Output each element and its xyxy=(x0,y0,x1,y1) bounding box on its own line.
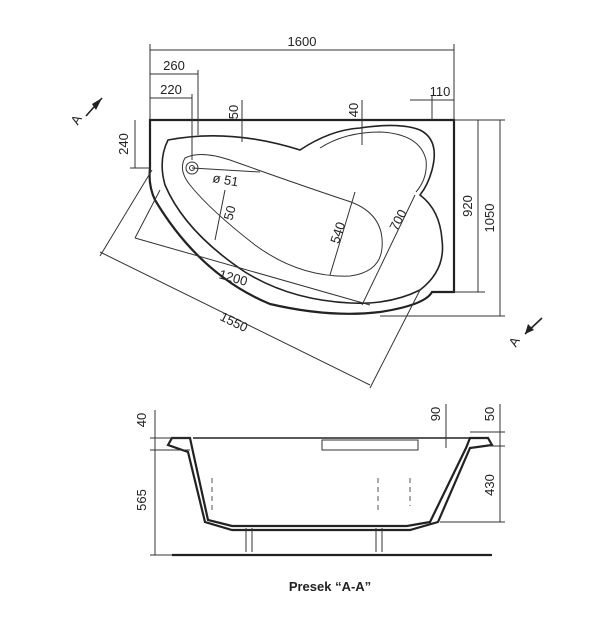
dim-1050: 1050 xyxy=(482,204,497,233)
tub-floor xyxy=(181,154,383,277)
dim-50-mid: 50 xyxy=(221,204,239,222)
section-view: 40 565 90 50 430 Presek “A-A” xyxy=(134,404,505,594)
dim-40-top: 40 xyxy=(346,103,361,117)
dim-1550: 1550 xyxy=(218,309,251,335)
tub-outer-rim xyxy=(148,118,456,315)
dim-40-section: 40 xyxy=(134,413,149,427)
top-view: 1600 260 220 50 40 110 240 920 1050 ø 51… xyxy=(67,34,543,389)
dim-220: 220 xyxy=(160,82,182,97)
dim-920: 920 xyxy=(460,195,475,217)
dim-110: 110 xyxy=(430,84,451,99)
section-caption: Presek “A-A” xyxy=(289,579,371,594)
section-mark-bottom: A xyxy=(505,334,522,349)
dim-50-section: 50 xyxy=(482,407,497,421)
dim-540: 540 xyxy=(327,220,348,245)
dim-1600: 1600 xyxy=(288,34,317,49)
dim-240: 240 xyxy=(116,133,131,155)
section-profile xyxy=(166,436,494,532)
dim-430: 430 xyxy=(482,474,497,496)
dim-drain-diameter: ø 51 xyxy=(211,170,239,189)
dim-260: 260 xyxy=(163,58,185,73)
dim-700: 700 xyxy=(386,207,409,233)
dim-90: 90 xyxy=(428,407,443,421)
dim-565: 565 xyxy=(134,489,149,511)
tub-inner-basin xyxy=(161,124,444,305)
backrest-section xyxy=(321,439,419,451)
section-mark-top: A xyxy=(67,112,84,127)
dim-50-top: 50 xyxy=(226,105,241,119)
backrest-outline xyxy=(319,131,427,193)
